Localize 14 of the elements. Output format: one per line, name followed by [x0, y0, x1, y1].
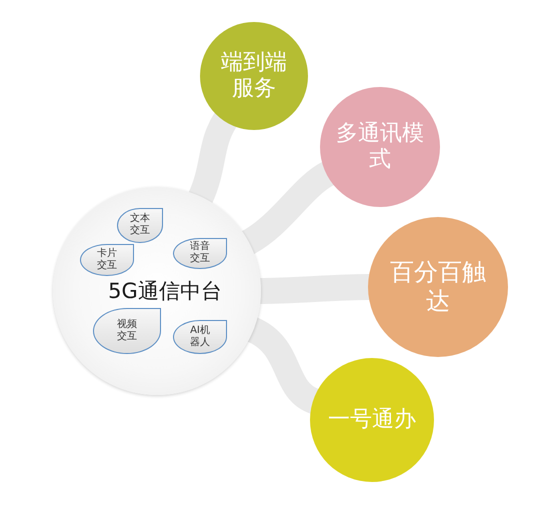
feature-circle: 多通讯模式	[320, 87, 440, 207]
teardrop-tag: 文本交互	[117, 208, 163, 243]
teardrop-tag: 语音交互	[173, 238, 227, 269]
feature-circle: 端到端服务	[200, 22, 308, 130]
teardrop-tag: 卡片交互	[80, 244, 134, 276]
hub-title: 5G通信中台	[108, 278, 222, 305]
connector-band	[240, 162, 335, 254]
feature-circle: 百分百触达	[368, 217, 508, 357]
feature-circle: 一号通办	[310, 358, 434, 482]
teardrop-tag: AI机器人	[173, 320, 227, 354]
connector-band	[246, 318, 320, 414]
connector-band	[188, 113, 237, 204]
connector-band	[258, 274, 370, 304]
teardrop-tag: 视频交互	[93, 308, 161, 354]
